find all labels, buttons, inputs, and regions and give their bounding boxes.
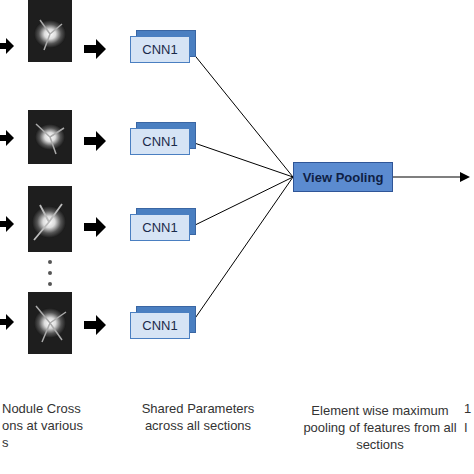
cnn-box: CNN1 bbox=[130, 312, 190, 339]
caption-text: Element wise maximum pooling of features… bbox=[298, 402, 462, 453]
caption-text: ons at various bbox=[2, 417, 83, 434]
caption-text: Shared Parameters across all sections bbox=[126, 400, 270, 434]
caption-text: Nodule Cross bbox=[2, 400, 81, 417]
pooling-box: View Pooling bbox=[293, 162, 393, 192]
output-arrow bbox=[393, 172, 470, 182]
box-label: CNN1 bbox=[142, 134, 177, 149]
cnn-box: CNN1 bbox=[130, 128, 190, 155]
caption-text: 1 bbox=[464, 400, 471, 417]
nodule-images bbox=[28, 0, 72, 354]
connector-line bbox=[190, 177, 293, 228]
cnn-box: CNN1 bbox=[130, 214, 190, 241]
box-label: View Pooling bbox=[303, 170, 384, 185]
box-label: CNN1 bbox=[142, 318, 177, 333]
input-arrows bbox=[0, 38, 14, 330]
ellipsis-dots bbox=[48, 260, 52, 286]
connector-line bbox=[190, 142, 293, 178]
box-label: CNN1 bbox=[142, 220, 177, 235]
connector-line bbox=[190, 50, 293, 178]
cnn-box: CNN1 bbox=[130, 36, 190, 63]
feed-arrows bbox=[84, 39, 106, 335]
caption-text: I bbox=[464, 419, 468, 436]
connector-line bbox=[190, 177, 293, 326]
box-label: CNN1 bbox=[142, 42, 177, 57]
caption-text: s bbox=[2, 434, 9, 451]
